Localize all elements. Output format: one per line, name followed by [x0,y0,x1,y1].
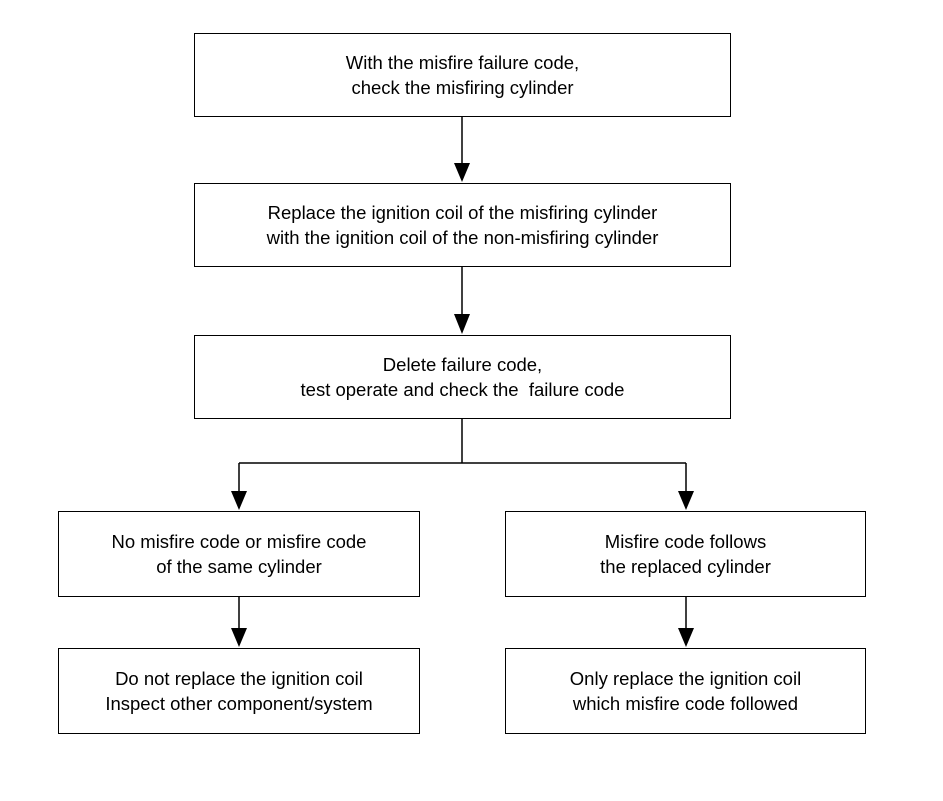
result-right-line-2: the replaced cylinder [600,556,771,577]
result-right-box: Misfire code follows the replaced cylind… [505,511,866,597]
action-right-line-1: Only replace the ignition coil [569,668,802,689]
result-right-line-1: Misfire code follows [604,531,767,552]
result-left-line-1: No misfire code or misfire code [111,531,367,552]
action-right-line-2: which misfire code followed [572,693,799,714]
step-2-line-2: with the ignition coil of the non-misfir… [266,227,659,248]
step-1-box: With the misfire failure code, check the… [194,33,731,117]
result-left-line-2: of the same cylinder [156,556,322,577]
result-left-box: No misfire code or misfire code of the s… [58,511,420,597]
connector-step3-split [239,419,686,464]
connector-step3-to-result-left [231,463,247,510]
action-left-box: Do not replace the ignition coil Inspect… [58,648,420,734]
step-2-box: Replace the ignition coil of the misfiri… [194,183,731,267]
step-1-line-2: check the misfiring cylinder [351,77,574,98]
connector-step2-to-step3 [454,267,470,334]
connector-result-right-to-action-right [678,597,694,647]
step-3-line-1: Delete failure code, [382,354,543,375]
action-left-line-2: Inspect other component/system [105,693,373,714]
action-left-line-1: Do not replace the ignition coil [115,668,363,689]
connector-result-left-to-action-left [231,597,247,647]
connector-step1-to-step2 [454,117,470,182]
action-right-box: Only replace the ignition coil which mis… [505,648,866,734]
connector-step3-to-result-right [678,463,694,510]
step-2-line-1: Replace the ignition coil of the misfiri… [267,202,658,223]
step-3-line-2: test operate and check the failure code [300,379,625,400]
step-1-line-1: With the misfire failure code, [345,52,580,73]
step-3-box: Delete failure code, test operate and ch… [194,335,731,419]
